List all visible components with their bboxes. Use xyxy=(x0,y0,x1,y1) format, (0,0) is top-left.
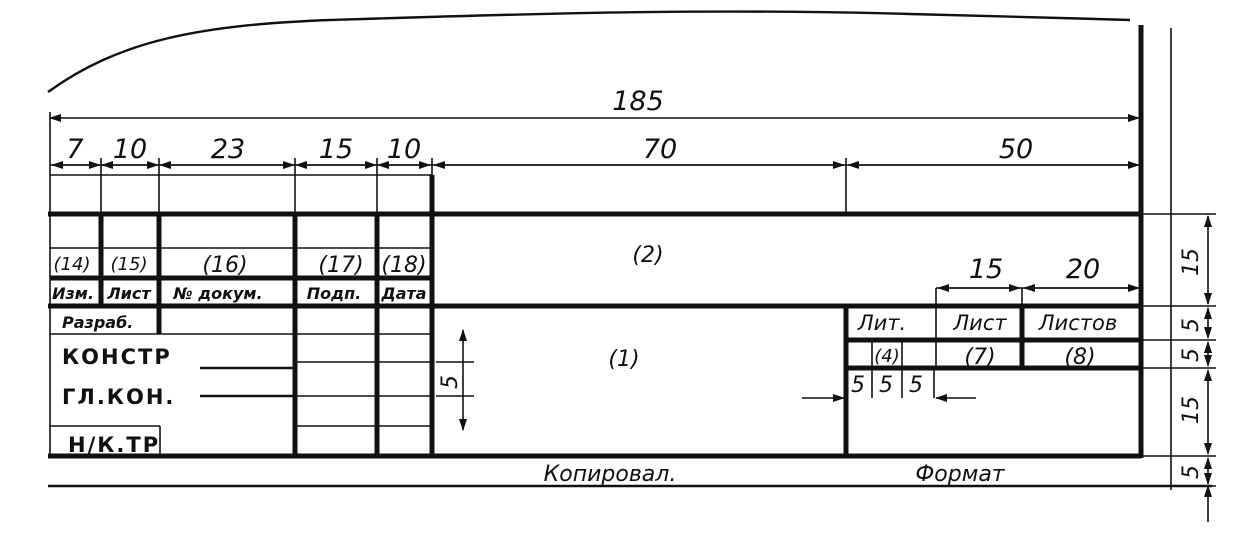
vertical-dimension-5 xyxy=(436,329,474,431)
dimension-col-1: 7 xyxy=(66,134,83,165)
dimension-small-5-b: 5 xyxy=(879,373,893,398)
footer-kopiroval: Копировал. xyxy=(544,462,677,487)
field-15: (15) xyxy=(111,254,148,275)
header-list-right: Лист xyxy=(952,311,1007,335)
dimension-col-3: 23 xyxy=(211,134,245,165)
dimension-small-5-c: 5 xyxy=(909,373,923,398)
header-doc-no: № докум. xyxy=(172,284,262,303)
right-grid xyxy=(846,306,1141,398)
dimension-small-5-a: 5 xyxy=(851,373,865,398)
dimension-col-5: 10 xyxy=(387,134,421,165)
row-razrab: Разраб. xyxy=(62,313,133,332)
field-7: (7) xyxy=(964,345,995,370)
dimension-vertical-5: 5 xyxy=(438,375,463,389)
dimension-overall: 185 xyxy=(612,86,664,117)
field-16: (16) xyxy=(202,253,247,278)
header-izm: Изм. xyxy=(52,284,94,303)
extension-lines xyxy=(49,112,847,215)
field-2: (2) xyxy=(632,243,663,268)
footer-format: Формат xyxy=(915,462,1005,487)
dimension-height-5-a: 5 xyxy=(1179,318,1204,332)
left-grid-rows xyxy=(50,247,432,456)
row-konstr: КОНСТР xyxy=(62,345,172,369)
dimension-col-4: 15 xyxy=(319,134,353,165)
header-lit: Лит. xyxy=(857,311,906,335)
sheet-edge-curve xyxy=(47,10,1131,93)
dimension-height-15-top: 15 xyxy=(1179,248,1204,276)
dimension-sub-15: 15 xyxy=(969,254,1003,285)
header-list: Лист xyxy=(106,284,152,303)
field-4: (4) xyxy=(874,346,900,367)
row-n-k-tr: Н/К.ТР xyxy=(68,433,160,457)
dimension-col-7: 50 xyxy=(999,134,1033,165)
dimension-col-2: 10 xyxy=(113,134,147,165)
title-block-frame xyxy=(48,175,1141,459)
header-listov: Листов xyxy=(1038,311,1117,335)
field-1: (1) xyxy=(608,347,639,372)
field-18: (18) xyxy=(381,253,426,278)
right-height-dimensions xyxy=(1141,213,1216,522)
field-17: (17) xyxy=(318,253,363,278)
field-14: (14) xyxy=(54,254,91,275)
right-sub-dimensions xyxy=(935,284,1140,306)
header-data: Дата xyxy=(380,284,426,303)
field-8: (8) xyxy=(1064,345,1095,370)
row-gl-kon: ГЛ.КОН. xyxy=(62,385,175,409)
dimension-height-5-bottom: 5 xyxy=(1179,465,1204,479)
dimension-height-15-bottom: 15 xyxy=(1179,396,1204,424)
dimension-sub-20: 20 xyxy=(1066,254,1100,285)
dimension-col-6: 70 xyxy=(643,134,677,165)
dimension-height-5-b: 5 xyxy=(1179,348,1204,362)
header-podp: Подп. xyxy=(307,284,361,303)
